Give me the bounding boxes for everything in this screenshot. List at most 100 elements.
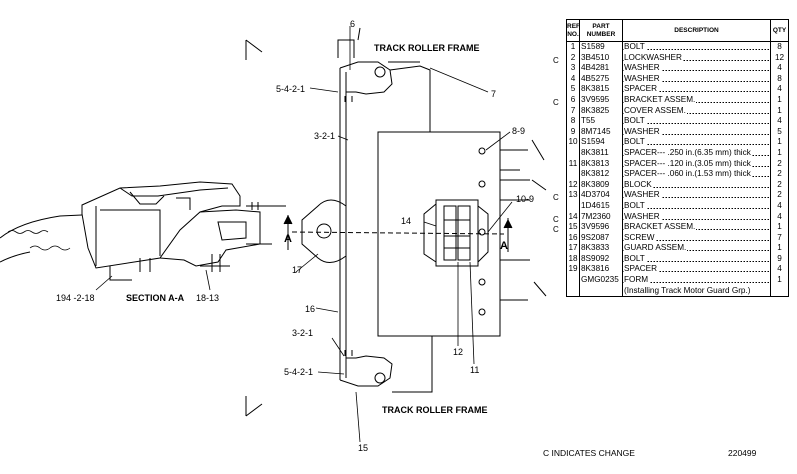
part-number-cell: 8S9092 [579, 253, 623, 265]
part-number-cell: 8K3813 [579, 158, 623, 170]
part-number-cell: 4B4281 [579, 63, 623, 74]
parts-diagram: TRACK ROLLER FRAME TRACK ROLLER FRAME SE… [0, 19, 547, 453]
qty-cell: 7 [770, 232, 789, 244]
ref-cell: 3 [566, 63, 580, 74]
table-row: (Installing Track Motor Guard Grp.) [566, 285, 789, 298]
qty-cell: 1 [770, 137, 789, 148]
part-number-cell: 1D4615 [579, 200, 623, 212]
part-number-cell: 4B5275 [579, 73, 623, 85]
qty-cell: 12 [770, 52, 789, 64]
part-number-cell: 8K3815 [579, 84, 623, 95]
qty-cell: 8 [770, 73, 789, 85]
part-number-cell: 4D3704 [579, 190, 623, 201]
description-text: WASHER [624, 126, 661, 136]
qty-cell: 1 [770, 94, 789, 106]
part-number-cell: 9S2087 [579, 232, 623, 244]
ref-cell: 13 [566, 190, 580, 201]
part-number-cell: GMG0235 [579, 275, 623, 286]
part-number-cell: 3B4510 [579, 52, 623, 64]
callout-5-4-2-1-top: 5-4-2-1 [276, 84, 305, 94]
qty-cell: 2 [770, 190, 789, 201]
description-cell: COVER ASSEM. [622, 105, 771, 117]
description-cell: BOLT [622, 200, 771, 212]
label-section-a-right: A [500, 240, 508, 252]
description-text: WASHER [624, 63, 661, 73]
ref-cell: 15 [566, 222, 580, 233]
section-view [0, 181, 286, 281]
guard-outline [245, 27, 501, 417]
qty-cell: 1 [770, 275, 789, 286]
part-number-cell: 8K3811 [579, 147, 623, 159]
description-cell: WASHER [622, 126, 771, 138]
description-text: BOLT [624, 253, 646, 263]
ref-cell: 9 [566, 126, 580, 138]
description-cell: GUARD ASSEM. [622, 243, 771, 254]
callout-3-2-1-top: 3-2-1 [314, 131, 335, 141]
callout-16: 16 [305, 304, 315, 314]
label-track-roller-frame-bottom: TRACK ROLLER FRAME [382, 405, 488, 415]
description-cell: WASHER [622, 63, 771, 74]
description-cell: BRACKET ASSEM. [622, 222, 771, 233]
description-text: LOCKWASHER [624, 52, 683, 62]
description-cell: (Installing Track Motor Guard Grp.) [622, 285, 771, 298]
header-ref-no: REF NO. [566, 19, 580, 42]
description-text: SPACER--- .120 in.(3.05 mm) thick [624, 158, 752, 168]
change-footnote: C INDICATES CHANGE [543, 448, 635, 458]
description-text: BOLT [624, 200, 646, 210]
label-track-roller-frame-top: TRACK ROLLER FRAME [374, 43, 480, 53]
description-text: BOLT [624, 116, 646, 126]
header-qty: QTY [770, 19, 789, 42]
description-text: SCREW [624, 232, 656, 242]
description-cell: SPACER [622, 264, 771, 276]
description-text: BRACKET ASSEM. [624, 222, 697, 232]
part-number-cell [579, 285, 623, 298]
ref-cell: 8 [566, 116, 580, 127]
description-cell: SCREW [622, 232, 771, 244]
description-text: SPACER--- .250 in.(6.35 mm) thick [624, 147, 752, 157]
description-text: SPACER [624, 84, 659, 94]
description-text: COVER ASSEM. [624, 105, 687, 115]
drawing-number: 220499 [728, 448, 757, 458]
label-section-a-a: SECTION A-A [126, 293, 185, 303]
callout-17: 17 [292, 265, 302, 275]
description-text: BOLT [624, 137, 646, 147]
part-number-cell: 7M2360 [579, 211, 623, 223]
motor-assembly [423, 139, 547, 316]
callout-3-2-1-bottom: 3-2-1 [292, 328, 313, 338]
ref-cell: 1 [566, 41, 580, 53]
qty-cell: 5 [770, 126, 789, 138]
ref-cell: 11 [566, 158, 580, 170]
description-cell: WASHER [622, 73, 771, 85]
description-cell: BOLT [622, 116, 771, 127]
qty-cell: 4 [770, 211, 789, 223]
callout-12: 12 [453, 347, 463, 357]
qty-cell: 1 [770, 105, 789, 117]
description-cell: SPACER--- .060 in.(1.53 mm) thick [622, 169, 771, 180]
ref-cell: 12 [566, 179, 580, 191]
header-description: DESCRIPTION [622, 19, 771, 42]
change-mark: C [553, 214, 559, 224]
ref-cell: 16 [566, 232, 580, 244]
change-mark: C [553, 98, 559, 107]
part-number-cell: T55 [579, 116, 623, 127]
ref-cell: 5 [566, 84, 580, 95]
qty-cell: 4 [770, 63, 789, 74]
part-number-cell: 8K3825 [579, 105, 623, 117]
qty-cell: 4 [770, 84, 789, 95]
description-text: BLOCK [624, 179, 653, 189]
qty-cell: 2 [770, 169, 789, 180]
callout-8-9: 8-9 [512, 126, 525, 136]
qty-cell: 9 [770, 253, 789, 265]
